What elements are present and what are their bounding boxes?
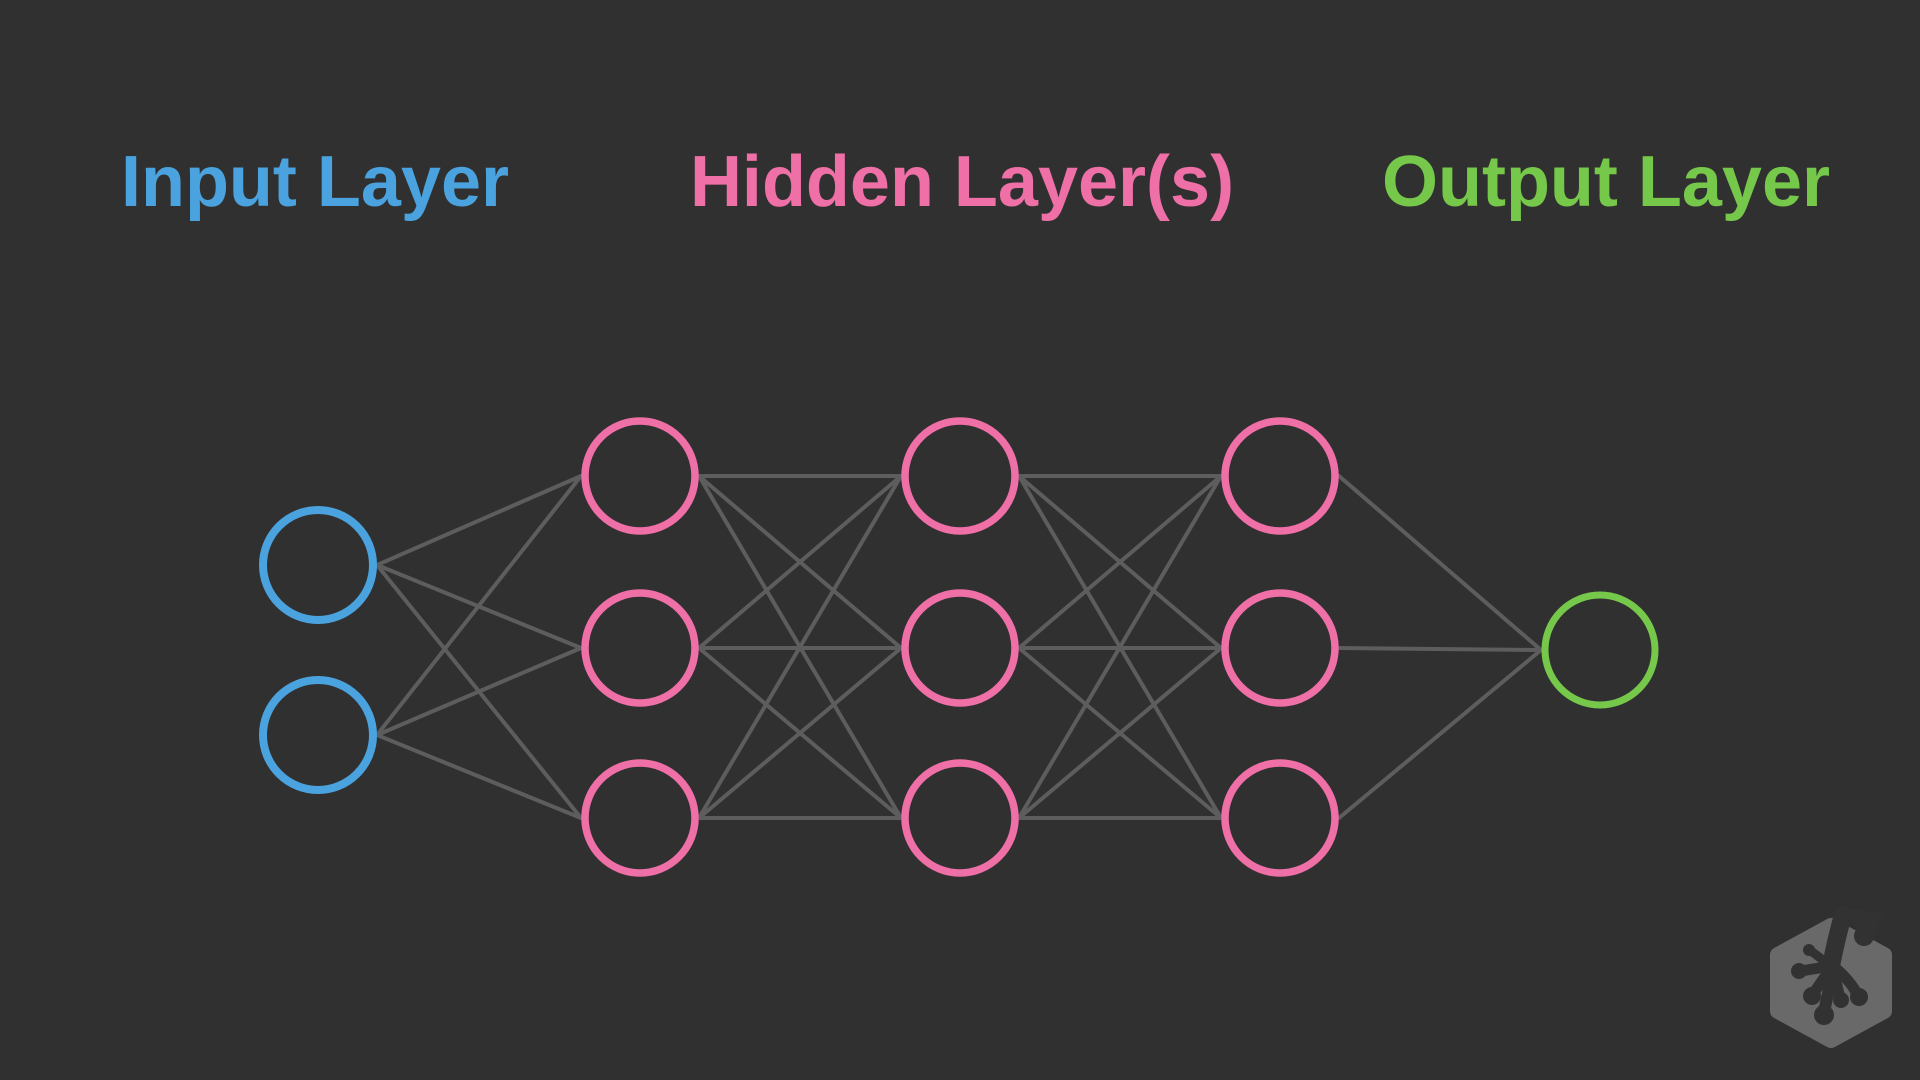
node-hidden-2-2	[901, 589, 1019, 707]
node-hidden-1-1	[581, 417, 699, 535]
input-layer-label: Input Layer	[120, 142, 510, 222]
node-hidden-2-3	[901, 759, 1019, 877]
node-hidden-3-2	[1221, 589, 1339, 707]
edge-hidden-3-2-to-output-1	[1337, 646, 1543, 652]
edge-hidden-3-3-to-output-1	[1337, 648, 1543, 820]
edge-hidden-2-3-to-hidden-3-2	[1017, 646, 1223, 820]
node-input-1	[259, 506, 377, 624]
logo-branch-mark	[1791, 906, 1884, 1025]
edge-hidden-1-3-to-hidden-2-1	[697, 474, 903, 820]
hidden-layer-label: Hidden Layer(s)	[689, 142, 1235, 222]
nodes-group	[259, 417, 1659, 877]
node-hidden-2-1	[901, 417, 1019, 535]
node-hidden-3-1	[1221, 417, 1339, 535]
edge-hidden-2-3-to-hidden-3-1	[1017, 474, 1223, 820]
edge-input-2-to-hidden-1-3	[375, 733, 583, 820]
node-hidden-1-2	[581, 589, 699, 707]
edge-hidden-3-1-to-output-1	[1337, 474, 1543, 652]
node-output-1	[1541, 591, 1659, 709]
node-hidden-3-3	[1221, 759, 1339, 877]
edge-input-1-to-hidden-1-1	[375, 474, 583, 567]
edge-input-2-to-hidden-1-2	[375, 646, 583, 737]
edge-input-2-to-hidden-1-1	[375, 474, 583, 737]
edges-group	[375, 474, 1543, 820]
output-layer-label: Output Layer	[1381, 142, 1831, 222]
node-input-2	[259, 676, 377, 794]
edge-hidden-1-3-to-hidden-2-2	[697, 646, 903, 820]
treehouse-logo-icon	[1770, 906, 1892, 1048]
node-hidden-1-3	[581, 759, 699, 877]
edge-hidden-2-2-to-hidden-3-1	[1017, 474, 1223, 650]
edge-hidden-1-2-to-hidden-2-1	[697, 474, 903, 650]
